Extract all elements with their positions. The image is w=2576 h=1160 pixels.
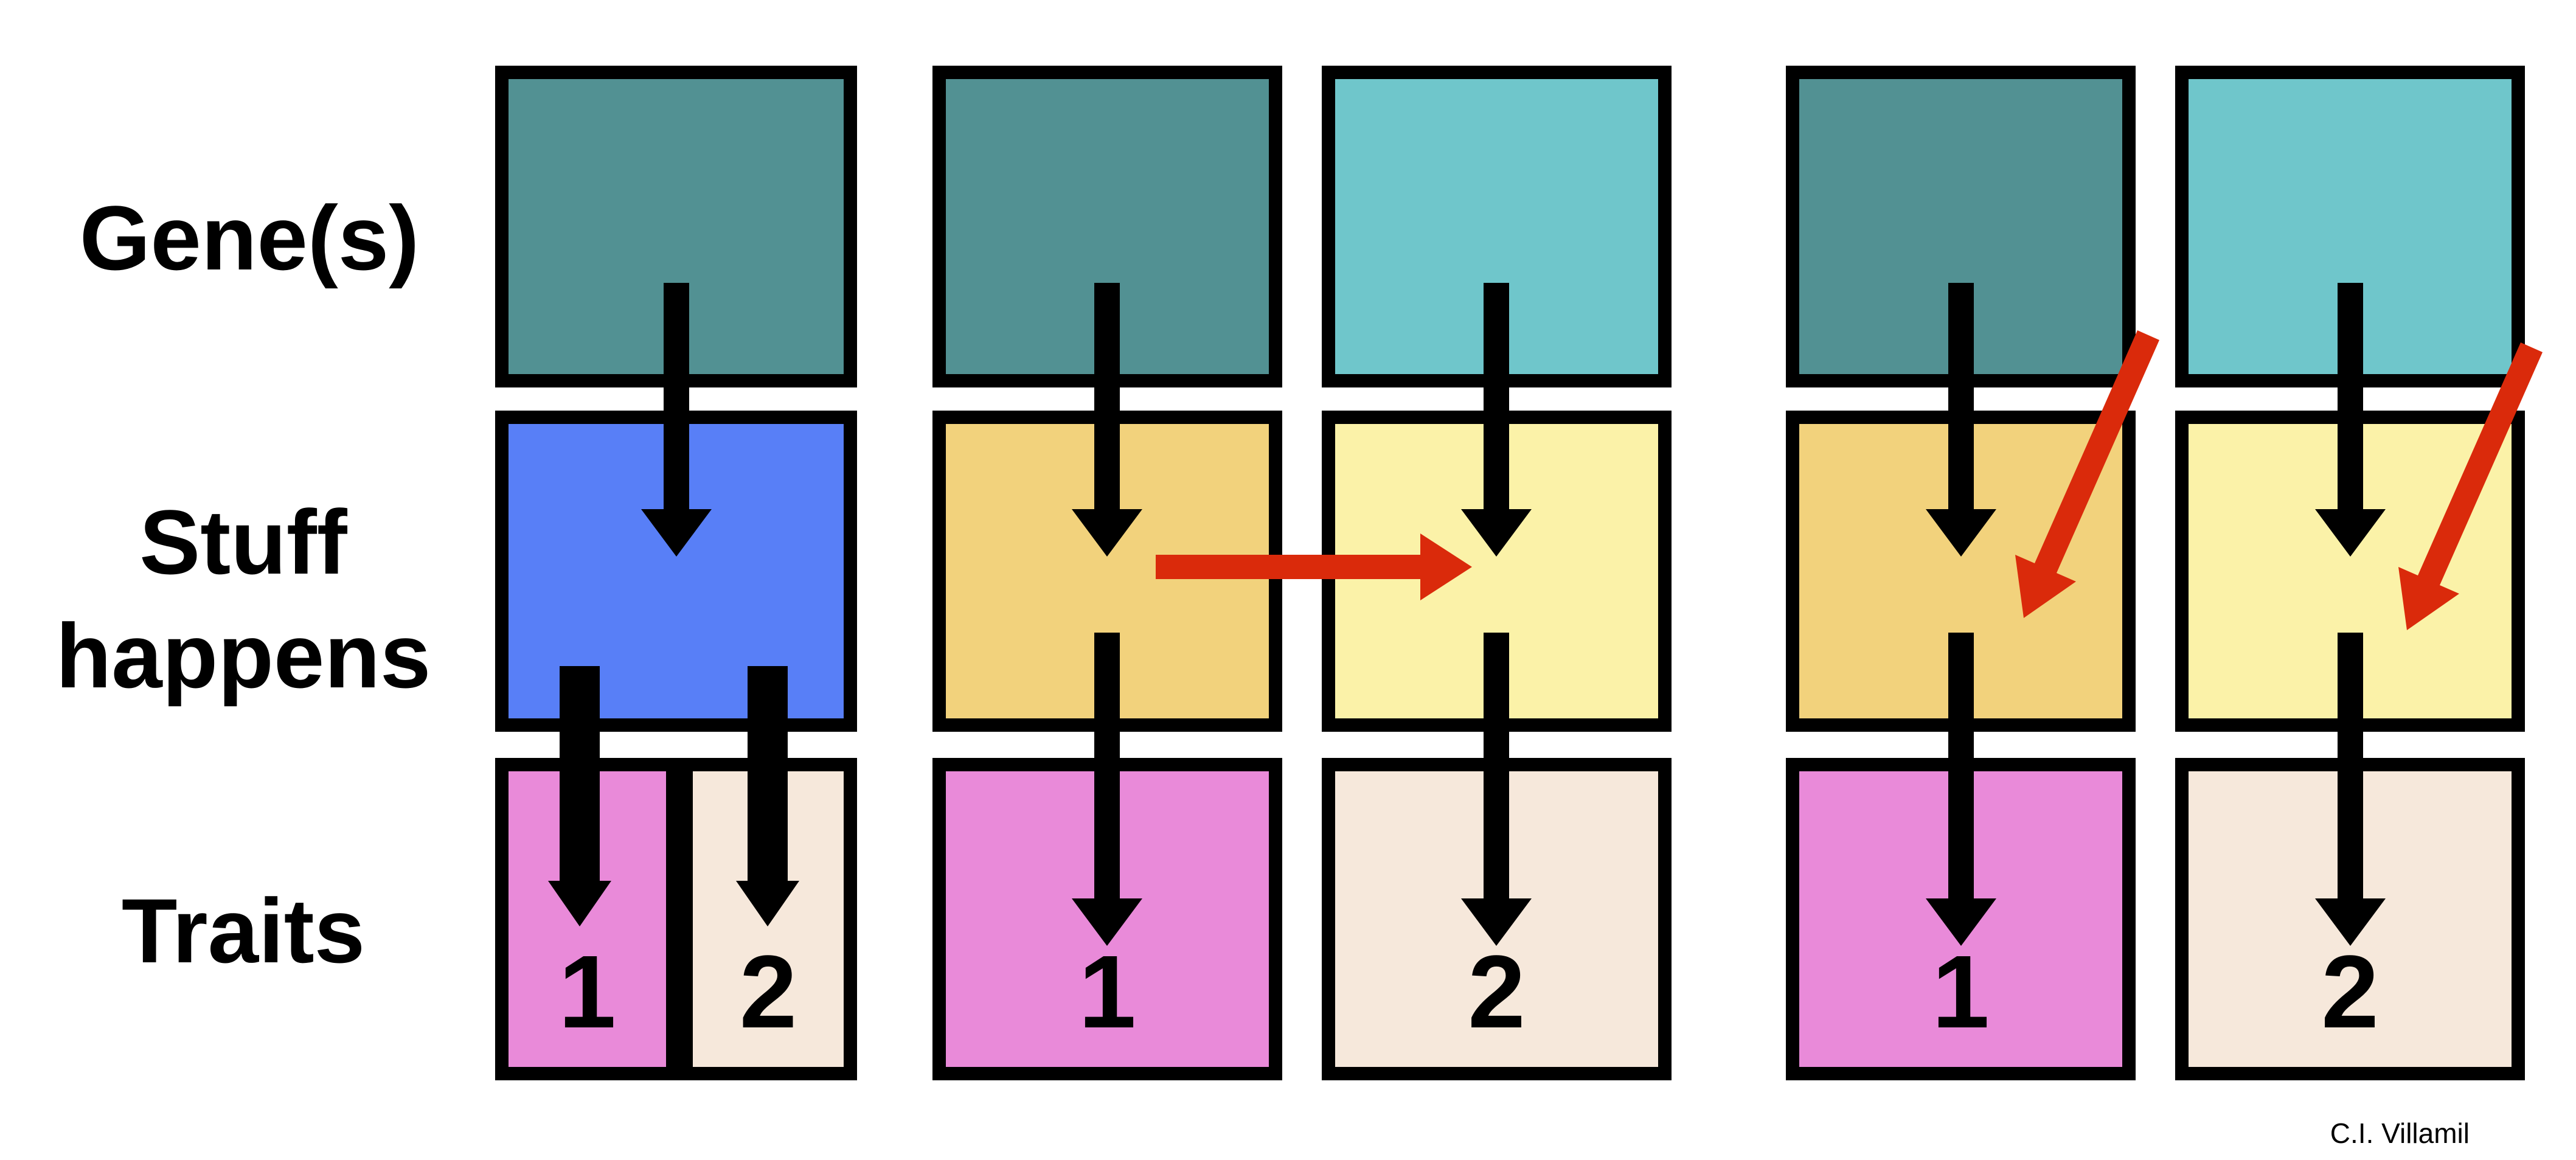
row-label-genes: Gene(s) [79, 187, 420, 289]
stuff-box-group2-right [1322, 411, 1672, 732]
stuff-box-group2-left [932, 411, 1282, 732]
gene-box-group2-left [932, 66, 1282, 387]
credit-text: C.I. Villamil [2330, 1117, 2470, 1149]
stuff-box-group1 [495, 411, 857, 732]
gene-box-group1 [495, 66, 857, 387]
stuff-box-group3-right [2175, 411, 2525, 732]
trait-box-group2-trait2: 2 [1322, 758, 1672, 1080]
row-label-traits: Traits [121, 880, 366, 982]
trait-number-1: 1 [558, 934, 616, 1050]
trait-box-group3-trait2: 2 [2175, 758, 2525, 1080]
trait-box-group2-trait1: 1 [932, 758, 1282, 1080]
gene-box-group3-left [1786, 66, 2136, 387]
gene-box-group3-right [2175, 66, 2525, 387]
row-label-stuff-happens: Stuff happens [55, 491, 431, 707]
trait-box-group1-trait2: 2 [679, 758, 857, 1080]
gene-box-group2-right [1322, 66, 1672, 387]
stuff-box-group3-left [1786, 411, 2136, 732]
trait-number-1: 1 [1932, 934, 1990, 1050]
trait-number-2: 2 [739, 934, 797, 1050]
trait-box-group1-trait1: 1 [495, 758, 679, 1080]
trait-number-2: 2 [1468, 934, 1526, 1050]
trait-number-2: 2 [2321, 934, 2379, 1050]
trait-box-group3-trait1: 1 [1786, 758, 2136, 1080]
trait-number-1: 1 [1078, 934, 1136, 1050]
